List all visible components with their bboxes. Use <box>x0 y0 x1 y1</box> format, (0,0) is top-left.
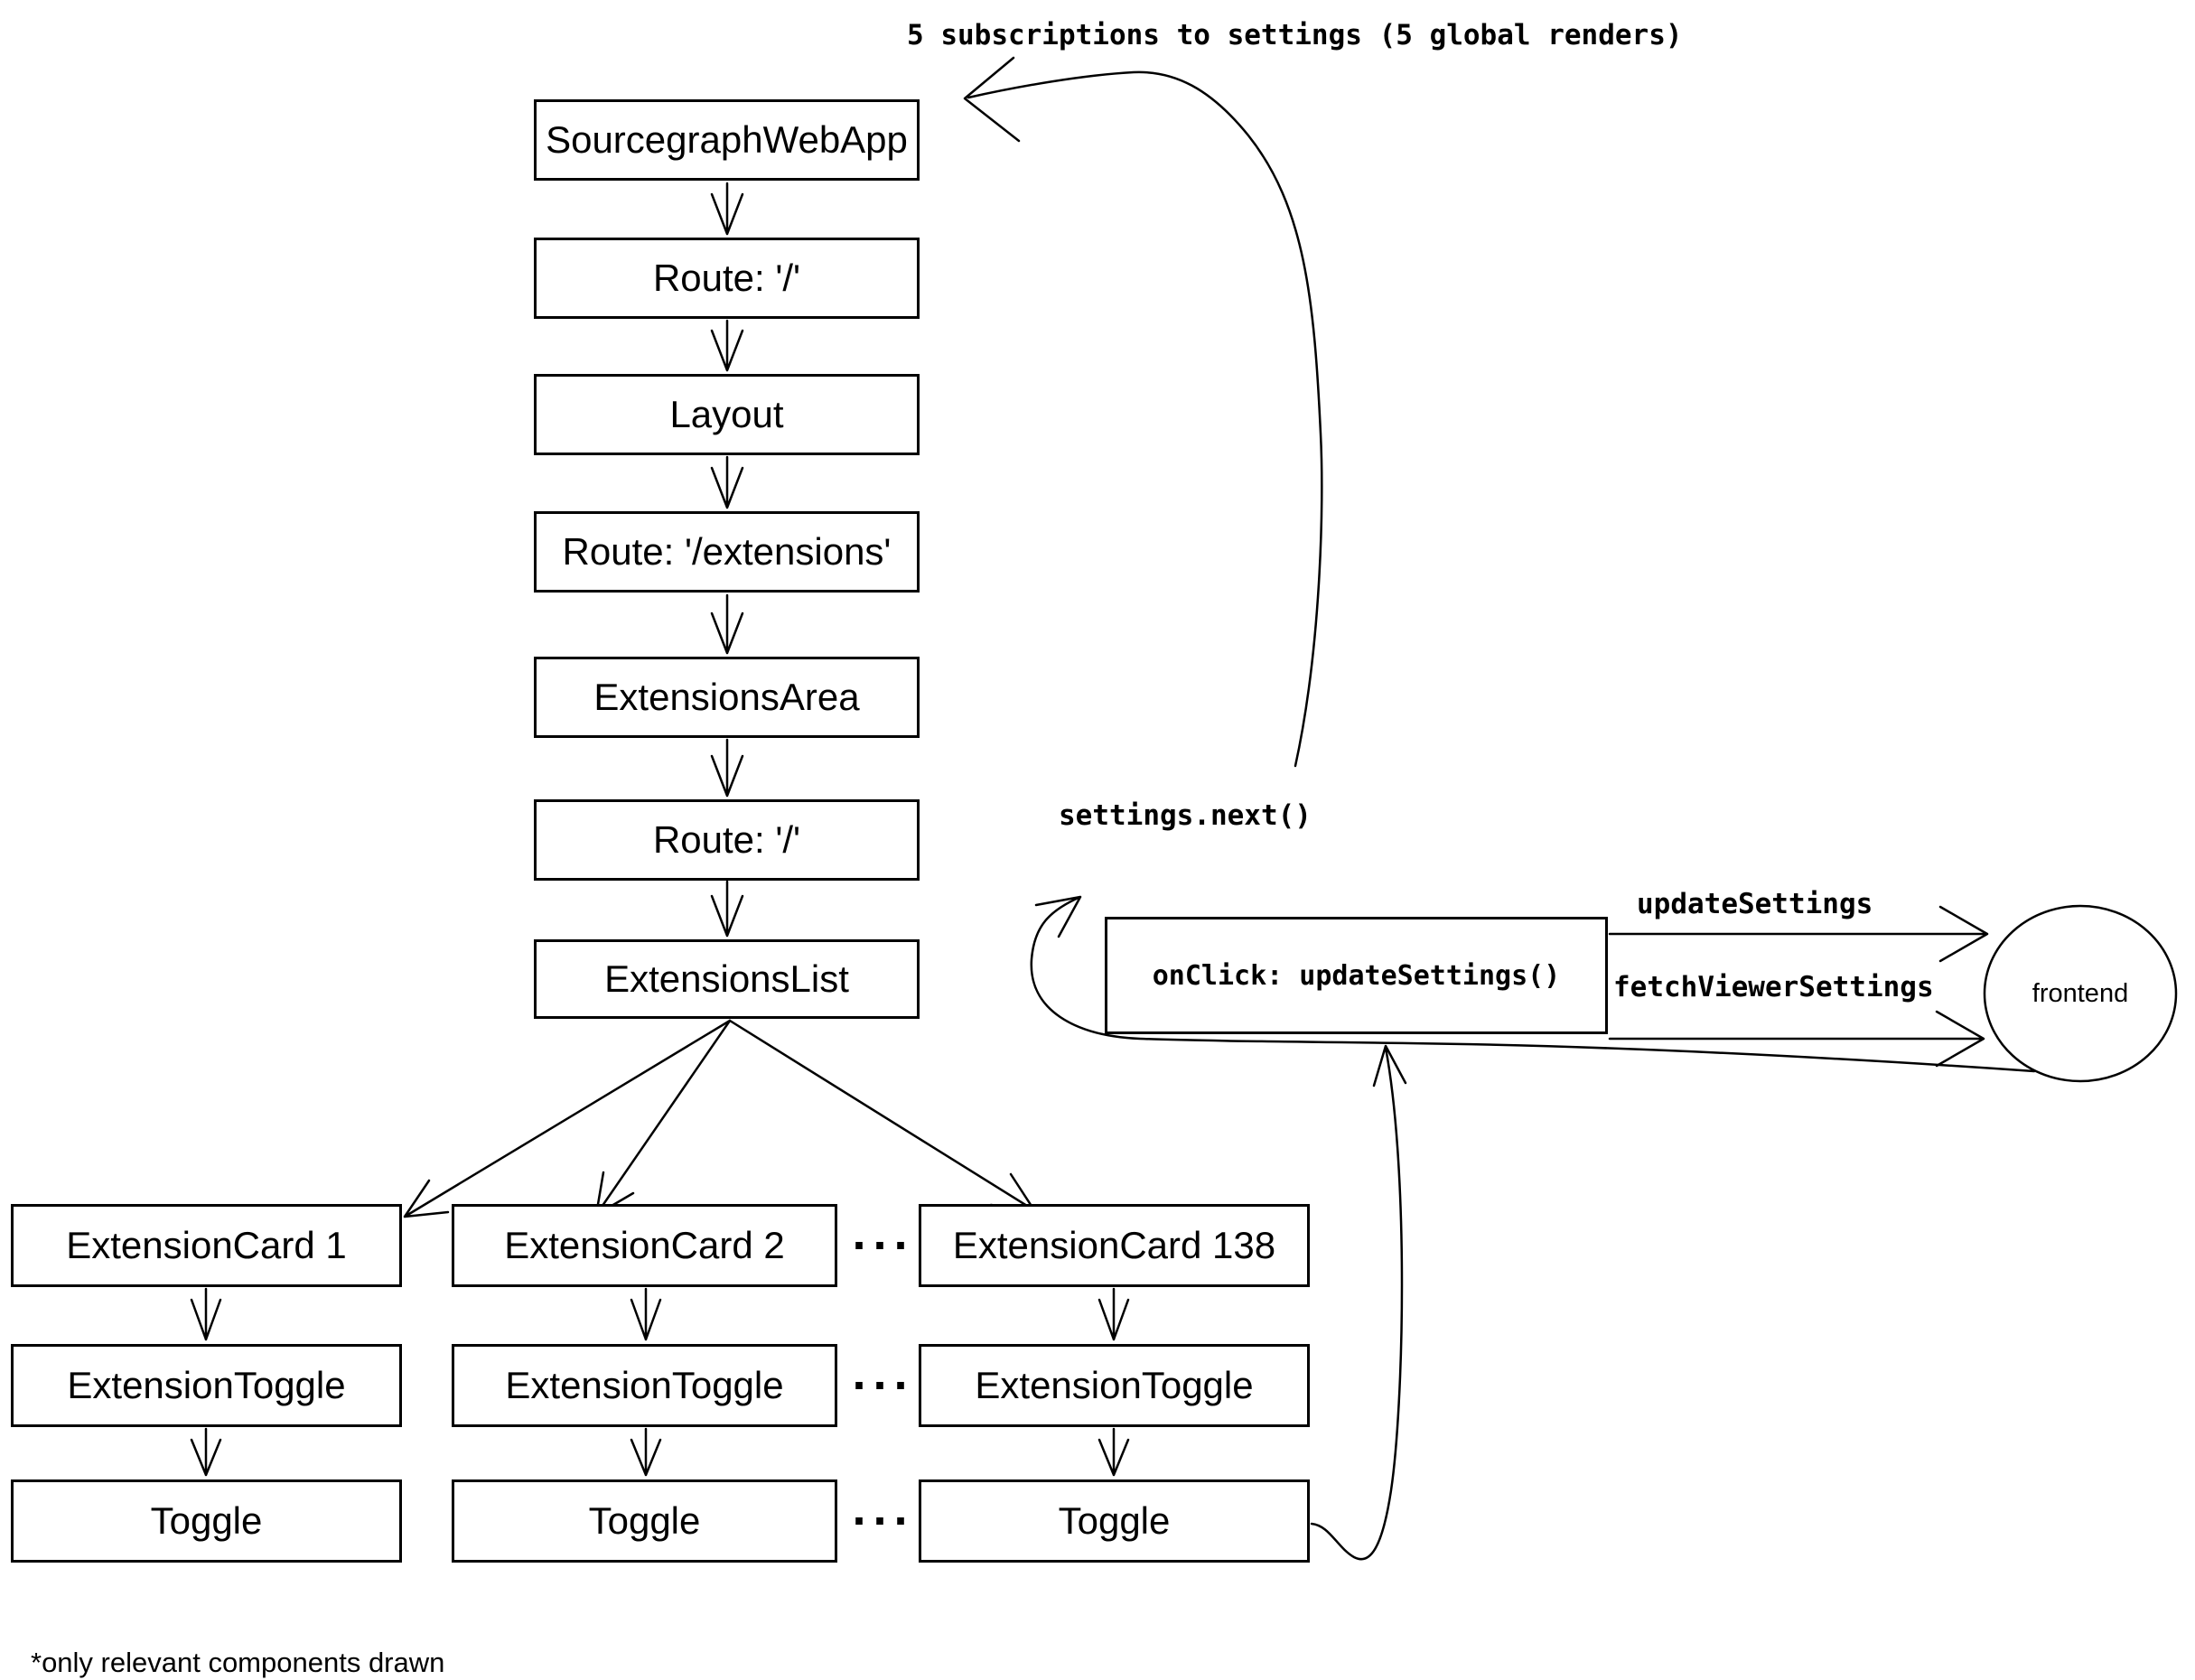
ellipsis-cards: ··· <box>852 1218 915 1273</box>
fan-arrow-middle <box>594 1019 732 1217</box>
node-toggle-1: Toggle <box>11 1479 402 1563</box>
node-route-extensions: Route: '/extensions' <box>534 511 920 593</box>
fan-arrows <box>403 1019 1036 1218</box>
node-extensionslist: ExtensionsList <box>534 939 920 1019</box>
ellipsis-controls: ··· <box>852 1494 915 1548</box>
ellipsis-toggles: ··· <box>852 1358 915 1413</box>
node-extensiontoggle-1: ExtensionToggle <box>11 1344 402 1427</box>
node-extensionsarea: ExtensionsArea <box>534 657 920 738</box>
fetch-viewer-settings-arrow <box>1608 1010 1985 1068</box>
subscription-curve-arrow <box>963 56 1323 768</box>
frontend-label: frontend <box>2032 979 2129 1008</box>
fan-arrow-right <box>728 1019 1036 1212</box>
node-sourcegraphwebapp: SourcegraphWebApp <box>534 99 920 181</box>
node-route-root-2: Route: '/' <box>534 799 920 881</box>
node-layout: Layout <box>534 374 920 455</box>
frontend-ellipse <box>1983 904 2178 1083</box>
node-route-root: Route: '/' <box>534 238 920 319</box>
node-extensioncard-2: ExtensionCard 2 <box>452 1204 837 1287</box>
chain-arrows <box>710 182 744 938</box>
toggle-to-onclick-arrow <box>1310 1044 1407 1561</box>
node-extensiontoggle-2: ExtensionToggle <box>452 1344 837 1427</box>
node-extensioncard-1: ExtensionCard 1 <box>11 1204 402 1287</box>
node-extensioncard-138: ExtensionCard 138 <box>919 1204 1310 1287</box>
update-settings-arrow <box>1608 905 1989 963</box>
subscriptions-annotation: 5 subscriptions to settings (5 global re… <box>907 19 1683 51</box>
update-settings-label: updateSettings <box>1637 888 1873 920</box>
fetch-viewer-settings-label: fetchViewerSettings <box>1613 971 1934 1003</box>
footnote: *only relevant components drawn <box>31 1647 445 1678</box>
card-column-arrows <box>190 1287 1130 1477</box>
node-toggle-2: Toggle <box>452 1479 837 1563</box>
node-onclick-updatesettings: onClick: updateSettings() <box>1105 917 1608 1034</box>
settings-next-label: settings.next() <box>1059 799 1312 832</box>
fetch-return-loop-arrow <box>1030 895 2036 1073</box>
node-extensiontoggle-138: ExtensionToggle <box>919 1344 1310 1427</box>
node-toggle-138: Toggle <box>919 1479 1310 1563</box>
fan-arrow-left <box>403 1019 732 1218</box>
